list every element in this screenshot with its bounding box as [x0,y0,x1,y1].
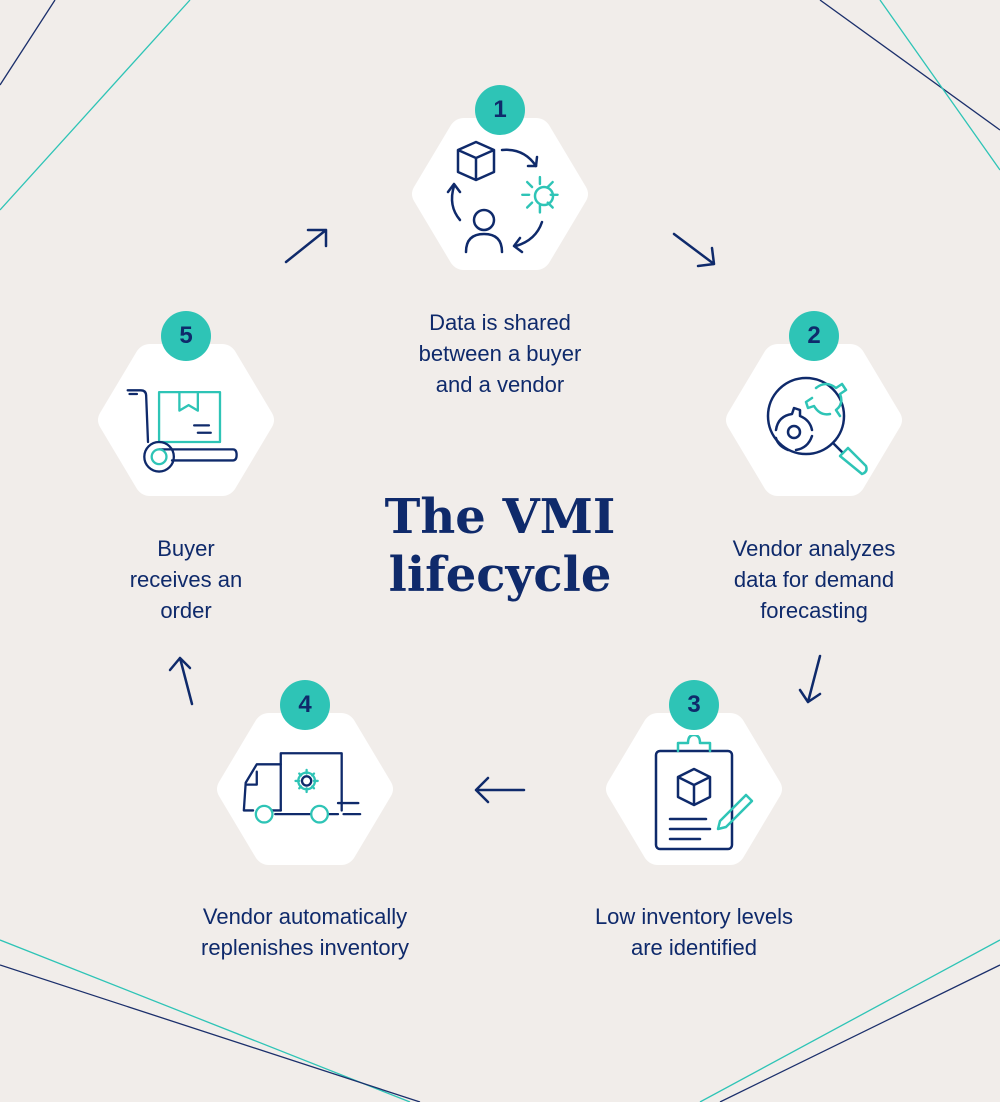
step-number-badge: 4 [280,680,330,730]
magnifier-gears-icon [766,376,868,476]
hand-truck-icon [126,389,238,473]
arrow-left-icon [474,776,526,804]
step-caption: Low inventory levels are identified [564,901,824,963]
caption-line: between a buyer [418,341,582,366]
hexagon-shape [98,344,274,496]
caption-line: replenishes inventory [201,935,409,960]
caption-line: Vendor analyzes [732,536,896,561]
delivery-truck-icon [242,752,362,824]
step-number-badge: 2 [789,311,839,361]
step-caption: Buyer receives an order [56,533,316,626]
caption-line: receives an [129,567,243,592]
arrow-up-right-icon [284,228,328,264]
caption-line: order [160,598,212,623]
clipboard-box-icon [654,735,754,851]
step-number-badge: 5 [161,311,211,361]
caption-line: forecasting [760,598,868,623]
caption-line: Low inventory levels [594,904,794,929]
data-exchange-icon [446,140,559,254]
diagram-title: The VMI lifecycle [350,488,650,604]
title-line-1: The VMI [384,489,616,545]
caption-line: are identified [631,935,757,960]
arrow-down-left-icon [798,654,822,704]
title-line-2: lifecycle [388,547,612,603]
step-number-badge: 1 [475,85,525,135]
step-caption: Data is shared between a buyer and a ven… [370,307,630,400]
caption-line: Vendor automatically [202,904,408,929]
caption-line: Buyer [157,536,215,561]
arrow-down-right-icon [672,232,716,268]
step-caption: Vendor automatically replenishes invento… [175,901,435,963]
arrow-up-icon [168,656,194,706]
step-number-badge: 3 [669,680,719,730]
hexagon-shape [412,118,588,270]
caption-line: and a vendor [435,372,565,397]
caption-line: Data is shared [429,310,571,335]
caption-line: data for demand [733,567,895,592]
step-caption: Vendor analyzes data for demand forecast… [684,533,944,626]
